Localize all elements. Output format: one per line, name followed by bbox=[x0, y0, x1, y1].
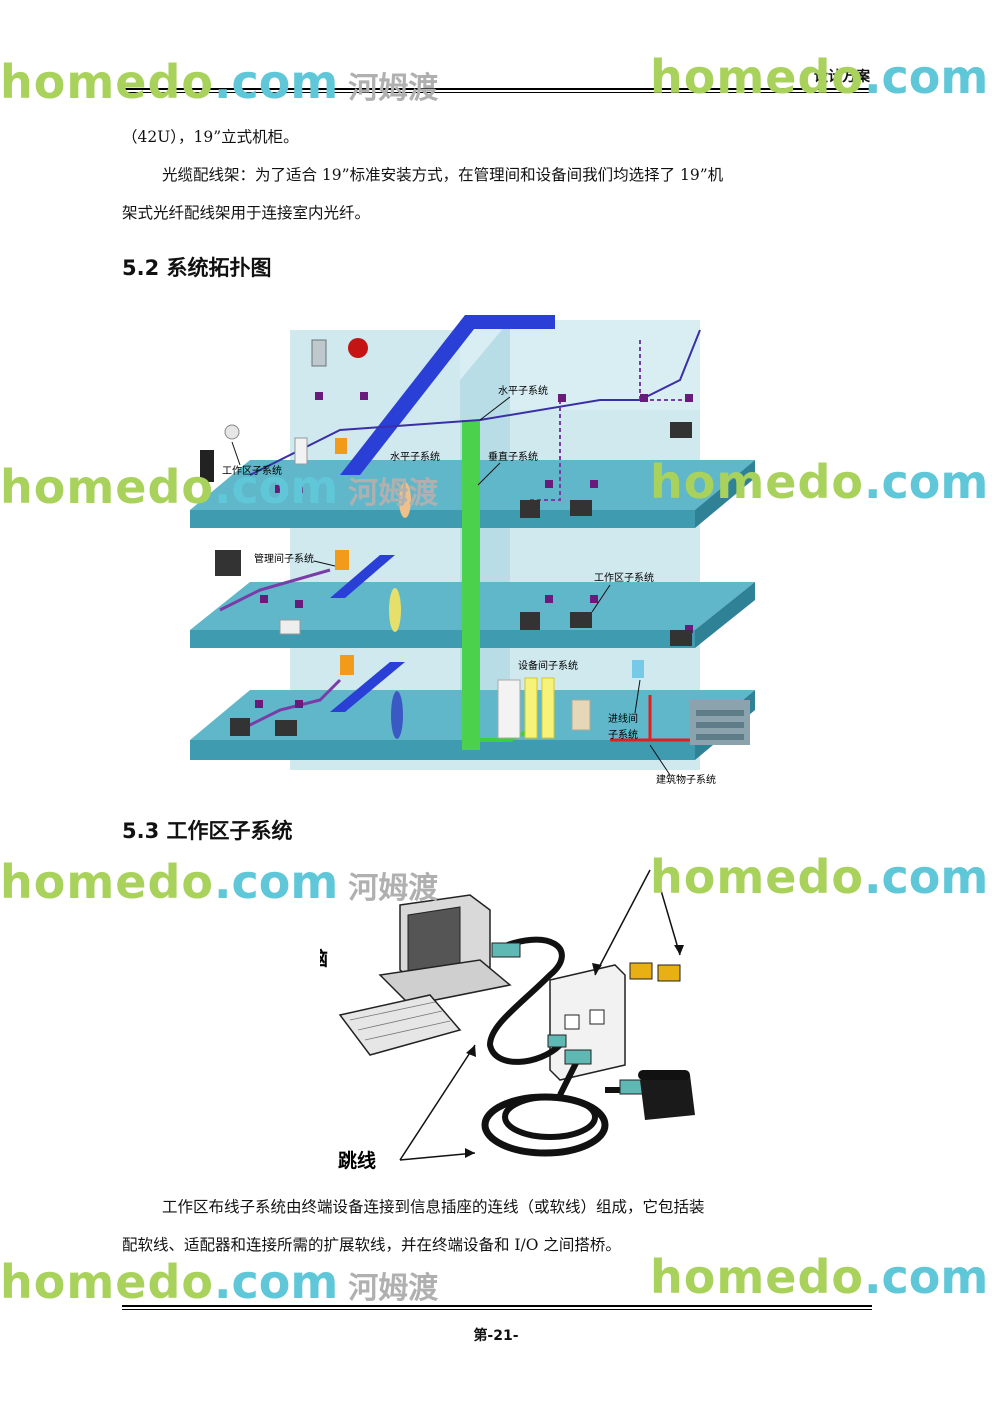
label-entrance-a: 进线间 bbox=[608, 712, 638, 725]
paragraph-fiber-b: 架式光纤配线架用于连接室内光纤。 bbox=[122, 204, 371, 222]
camera-pole bbox=[200, 450, 214, 482]
keyboard bbox=[338, 994, 462, 1056]
label-vertical: 垂直子系统 bbox=[488, 450, 538, 463]
paragraph-cabinet: （42U），19”立式机柜。 bbox=[122, 128, 299, 146]
paragraph-fiber-a: 光缆配线架：为了适合 19”标准安装方式，在管理间和设备间我们均选择了 19”机 bbox=[162, 166, 724, 184]
label-entrance-b: 子系统 bbox=[608, 728, 638, 741]
footer-rule bbox=[122, 1305, 872, 1307]
monitor-icon bbox=[215, 550, 241, 576]
label-building: 建筑物子系统 bbox=[656, 773, 716, 786]
rj45-connector bbox=[491, 942, 521, 958]
adapter-icon bbox=[629, 962, 653, 980]
camera-icon bbox=[224, 424, 240, 440]
work-area-diagram: 电脑 跳线 bbox=[320, 869, 695, 1172]
paragraph-work-area-b: 配软线、适配器和连接所需的扩展软线，并在终端设备和 I/O 之间搭桥。 bbox=[122, 1236, 621, 1254]
person-figure bbox=[391, 691, 403, 739]
patch-cord bbox=[486, 936, 565, 1065]
label-management: 管理间子系统 bbox=[254, 552, 314, 565]
wall-device bbox=[311, 339, 327, 367]
header-rule bbox=[122, 88, 872, 90]
header-title: 设计方案 bbox=[814, 69, 870, 85]
person-figure bbox=[389, 588, 401, 632]
horizontal-trunk bbox=[340, 315, 485, 475]
header-rule-thin bbox=[122, 92, 872, 93]
section-heading-work-area: 5.3 工作区子系统 bbox=[122, 819, 293, 843]
label-work-area-right: 工作区子系统 bbox=[594, 571, 654, 584]
person-figure bbox=[399, 482, 411, 518]
topology-diagram: 水平子系统 水平子系统 垂直子系统 工作区子系统 管理间子系统 工作区子系统 设… bbox=[190, 315, 755, 786]
telephone-icon bbox=[640, 1075, 695, 1120]
alarm-icon bbox=[348, 338, 368, 358]
rack-icon bbox=[497, 679, 521, 739]
label-work-area-top: 工作区子系统 bbox=[222, 464, 282, 477]
label-patch-cord: 跳线 bbox=[338, 1149, 376, 1172]
label-equipment-room: 设备间子系统 bbox=[518, 659, 578, 672]
page-number: 第-21- bbox=[473, 1328, 519, 1344]
label-horizontal-mid: 水平子系统 bbox=[390, 450, 440, 463]
label-horizontal-top: 水平子系统 bbox=[498, 384, 548, 397]
vertical-backbone bbox=[462, 420, 480, 750]
paragraph-work-area-a: 工作区布线子系统由终端设备连接到信息插座的连线（或软线）组成，它包括装 bbox=[162, 1198, 705, 1216]
label-computer: 电脑 bbox=[320, 947, 328, 970]
computer-case bbox=[378, 959, 512, 1006]
section-heading-topology: 5.2 系统拓扑图 bbox=[122, 256, 272, 280]
footer-rule-thin bbox=[122, 1309, 872, 1310]
